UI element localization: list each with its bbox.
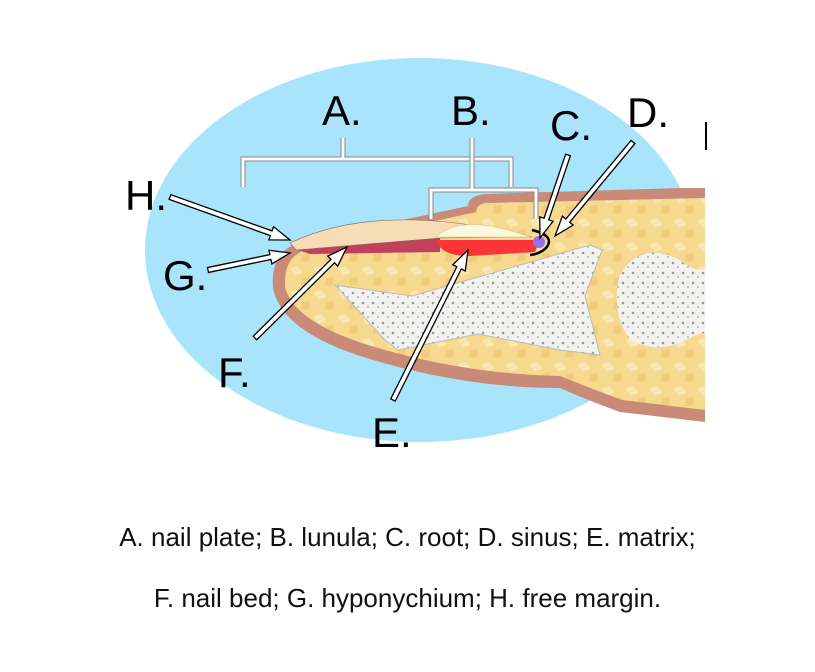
arrow-f <box>252 245 349 341</box>
middle-phalanx-bone <box>616 252 705 348</box>
label-g: G. <box>163 252 207 299</box>
arrow-g <box>206 249 292 274</box>
label-c: C. <box>550 102 592 149</box>
matrix <box>436 240 540 256</box>
label-b: B. <box>451 87 491 134</box>
arrow-d <box>553 139 636 238</box>
arrow-c <box>539 153 572 240</box>
root <box>533 236 545 248</box>
nail-bed <box>298 238 440 254</box>
caption-line-1: A. nail plate; B. lunula; C. root; D. si… <box>119 522 696 552</box>
arrows <box>168 139 636 402</box>
nail <box>289 219 551 257</box>
label-f: F. <box>218 349 251 396</box>
bracket-b <box>428 138 539 219</box>
label-d: D. <box>627 89 669 136</box>
label-h: H. <box>125 172 167 219</box>
label-a: A. <box>322 87 362 134</box>
caption-line-2: F. nail bed; G. hyponychium; H. free mar… <box>153 583 662 613</box>
distal-phalanx-bone <box>333 244 603 356</box>
arrow-e <box>389 248 469 402</box>
label-e: E. <box>372 409 412 456</box>
bracket-a <box>240 138 514 187</box>
lunula <box>435 224 531 238</box>
arrow-h <box>168 193 292 241</box>
